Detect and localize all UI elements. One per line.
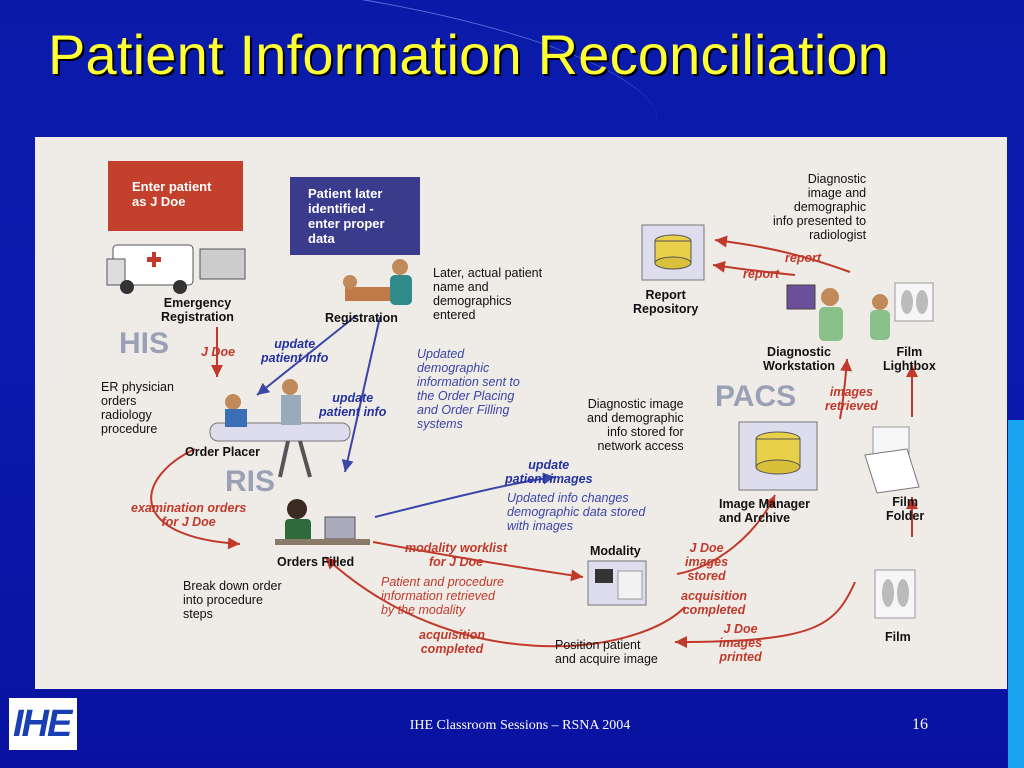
patient-later-text: Patient later identified - enter proper …	[308, 186, 385, 246]
diagnostic-workstation-icon	[786, 284, 843, 341]
footer-text: IHE Classroom Sessions – RSNA 2004	[409, 718, 631, 733]
his-label: HIS	[119, 327, 170, 360]
emergency-registration-label: Emergency Registration	[161, 296, 234, 324]
updated-demographic-label: Updated demographic information sent to …	[417, 347, 520, 431]
diagnostic-image-stored-label: Diagnostic image and demographic info st…	[587, 397, 684, 453]
diagnostic-workstation-label: Diagnostic Workstation	[763, 345, 835, 373]
acquisition-completed-2: acquisition completed	[681, 589, 747, 617]
ambulance-icon	[106, 244, 246, 294]
image-manager-icon	[738, 421, 818, 491]
ris-label: RIS	[225, 465, 276, 498]
decorative-sidebar	[1008, 420, 1024, 768]
modality-icon	[587, 560, 647, 606]
film-lightbox-icon	[870, 282, 934, 340]
orders-filled-label: Orders Filled	[277, 555, 355, 569]
slide-title: Patient Information Reconciliation	[48, 23, 890, 86]
flow-arrows-red	[150, 235, 918, 648]
modality-worklist-label: modality worklist for J Doe	[405, 541, 508, 569]
film-icon	[874, 569, 916, 619]
er-physician-icon	[209, 379, 351, 478]
flow-arrows-blue	[256, 314, 556, 518]
diagram-panel: Enter patient as J Doe Patient later ide…	[35, 137, 1007, 689]
enter-patient-text: Enter patient as J Doe	[132, 179, 212, 209]
patient-procedure-label: Patient and procedure information retrie…	[381, 575, 505, 617]
page-number: 16	[912, 716, 928, 733]
acquisition-completed-1: acquisition completed	[419, 628, 485, 656]
j-doe-images-printed-label: J Doe images printed	[719, 622, 763, 664]
ihe-logo: IHE	[9, 698, 77, 750]
update-patient-info-1: update patient info	[261, 337, 329, 365]
position-patient-label: Position patient and acquire image	[555, 638, 658, 666]
modality-label: Modality	[590, 544, 641, 558]
updated-info-changes-label: Updated info changes demographic data st…	[507, 491, 646, 533]
update-patient-info-2: update patient info	[319, 391, 387, 419]
j-doe-label: J Doe	[201, 345, 236, 359]
diagram-graphics	[106, 224, 934, 648]
report-label-1: report	[785, 251, 822, 265]
film-folder-label: Film Folder	[886, 495, 925, 523]
enter-patient-box: Enter patient as J Doe	[108, 161, 243, 231]
film-label: Film	[885, 630, 911, 644]
registration-label: Registration	[325, 311, 398, 325]
j-doe-images-stored-label: J Doe images stored	[685, 541, 729, 583]
order-placer-label: Order Placer	[185, 445, 261, 459]
ihe-logo-text: IHE	[13, 703, 72, 745]
pacs-label: PACS	[715, 380, 797, 413]
report-repository-icon	[641, 224, 705, 281]
later-actual-label: Later, actual patient name and demograph…	[433, 266, 543, 322]
diagnostic-presented-label: Diagnostic image and demographic info pr…	[773, 172, 867, 242]
patient-later-box: Patient later identified - enter proper …	[290, 177, 420, 255]
film-lightbox-label: Film Lightbox	[883, 345, 936, 373]
update-patient-images-label: update patient images	[505, 458, 593, 486]
order-filler-icon	[275, 499, 370, 545]
registration-clerk-icon	[343, 259, 412, 305]
er-physician-label: ER physician orders radiology procedure	[101, 380, 174, 436]
film-folder-icon	[864, 426, 920, 494]
report-repository-label: Report Repository	[633, 288, 699, 316]
images-retrieved-label: images retrieved	[825, 385, 878, 413]
report-label-2: report	[743, 267, 780, 281]
break-down-label: Break down order into procedure steps	[183, 579, 282, 621]
examination-orders-label: examination orders for J Doe	[131, 501, 247, 529]
image-manager-label: Image Manager and Archive	[719, 497, 811, 525]
